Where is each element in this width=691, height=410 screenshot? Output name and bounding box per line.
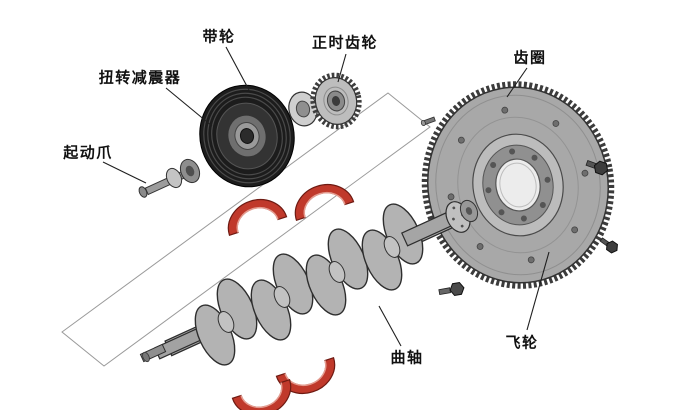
label-torsional-damper: 扭转减震器 bbox=[98, 68, 182, 87]
label-flywheel: 飞轮 bbox=[505, 333, 539, 352]
leader-starting-claw bbox=[102, 161, 147, 184]
bolt-right-drawing bbox=[599, 237, 618, 254]
flywheel-bolt-holes bbox=[485, 148, 551, 222]
leader-belt-pulley bbox=[225, 46, 250, 91]
leader-flywheel bbox=[526, 251, 550, 331]
flywheel-drawing bbox=[421, 81, 615, 289]
leader-torsional-damper bbox=[165, 87, 213, 127]
bearing-shell-lower-2 bbox=[231, 378, 292, 410]
label-timing-gear: 正时齿轮 bbox=[311, 33, 379, 52]
timing-gear-drawing bbox=[310, 72, 362, 130]
bearing-shell-upper-1 bbox=[227, 198, 288, 237]
leader-ring-gear bbox=[506, 67, 528, 98]
label-starting-claw: 起动爪 bbox=[63, 143, 113, 162]
bolt-bottom-drawing bbox=[438, 281, 465, 297]
pulley-damper-drawing bbox=[199, 84, 295, 188]
dowel-pin-drawing bbox=[420, 116, 436, 126]
bearing-shell-upper-2 bbox=[294, 183, 355, 222]
bolt-top-right-drawing bbox=[585, 160, 609, 176]
label-crankshaft: 曲轴 bbox=[390, 348, 424, 367]
leader-lines bbox=[102, 46, 550, 347]
flange-holes bbox=[452, 206, 464, 228]
flywheel-face-holes bbox=[447, 106, 589, 264]
leader-timing-gear bbox=[337, 53, 347, 83]
washer-drawing bbox=[288, 91, 318, 127]
crankshaft-drawing bbox=[139, 199, 479, 366]
leader-crankshaft bbox=[378, 305, 402, 347]
label-ring-gear: 齿圈 bbox=[513, 48, 547, 67]
starting-claw-drawing bbox=[138, 158, 201, 198]
label-belt-pulley: 带轮 bbox=[202, 27, 236, 46]
